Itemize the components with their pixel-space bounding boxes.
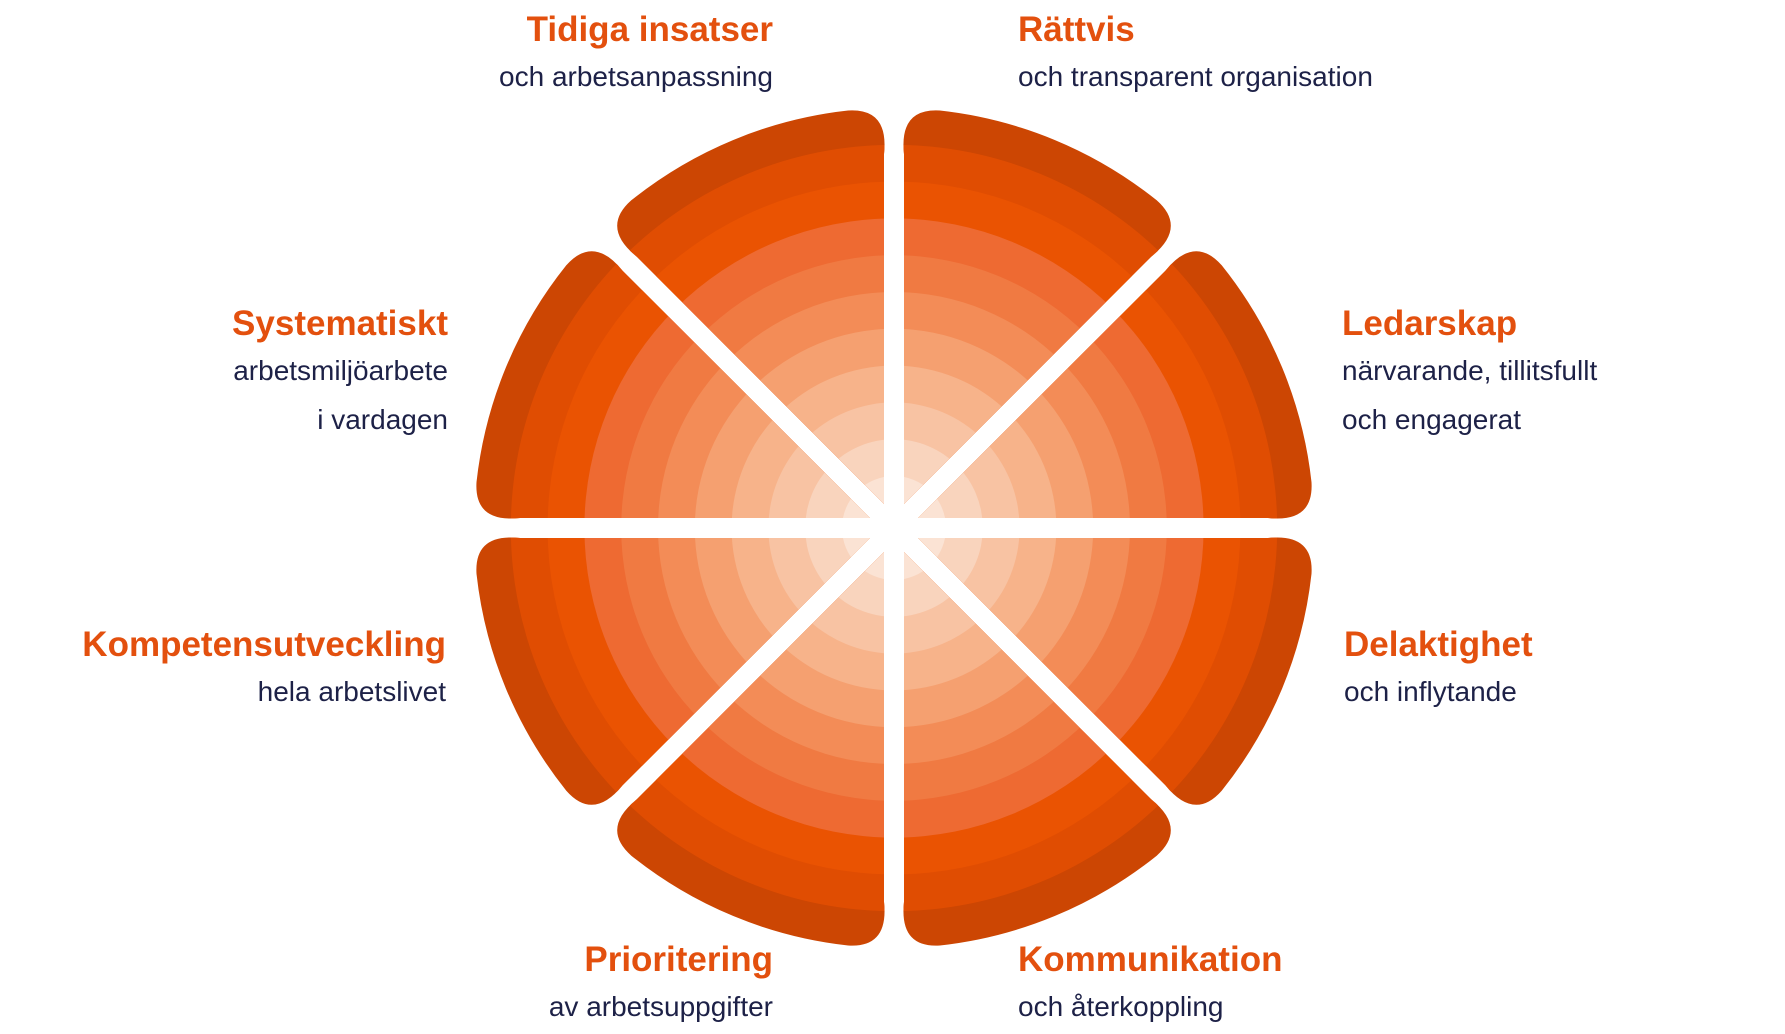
- segment-title: Kompetensutveckling: [82, 625, 446, 664]
- segment-label-kommunikation: Kommunikation och återkoppling: [1018, 938, 1538, 1031]
- segment-title: Rättvis: [1018, 10, 1135, 49]
- ring-8: [547, 181, 1241, 875]
- ring-1: [805, 439, 983, 617]
- segment-label-delaktighet: Delaktighet och inflytande: [1344, 623, 1785, 716]
- segment-subtitle: och inflytande: [1344, 676, 1517, 707]
- segment-label-tidiga-insatser: Tidiga insatser och arbetsanpassning: [253, 8, 773, 101]
- ring-10: [476, 110, 1312, 946]
- segment-title: Ledarskap: [1342, 304, 1518, 343]
- segment-label-kompetensutveckling: Kompetensutveckling hela arbetslivet: [0, 623, 446, 716]
- segment-label-systematiskt: Systematiskt arbetsmiljöarbete i vardage…: [0, 302, 448, 444]
- segment-subtitle: hela arbetslivet: [257, 676, 446, 707]
- segment-subtitle: i vardagen: [317, 404, 448, 435]
- ring-7: [584, 218, 1204, 838]
- segment-label-rattvis: Rättvis och transparent organisation: [1018, 8, 1538, 101]
- segment-label-ledarskap: Ledarskap närvarande, tillitsfullt och e…: [1342, 302, 1785, 444]
- segment-title: Tidiga insatser: [526, 10, 773, 49]
- segment-title: Kommunikation: [1018, 940, 1283, 979]
- segment-subtitle: arbetsmiljöarbete: [233, 355, 448, 386]
- segment-subtitle: av arbetsuppgifter: [548, 991, 773, 1022]
- ring-9: [510, 144, 1278, 912]
- ring-6: [621, 255, 1167, 801]
- segment-label-prioritering: Prioritering av arbetsuppgifter: [253, 938, 773, 1031]
- ring-3: [731, 365, 1057, 691]
- segment-title: Prioritering: [584, 940, 773, 979]
- ring-4: [694, 328, 1094, 728]
- segment-subtitle: och arbetsanpassning: [499, 61, 773, 92]
- segment-subtitle: och engagerat: [1342, 404, 1522, 435]
- segment-subtitle: närvarande, tillitsfullt: [1342, 355, 1598, 386]
- segment-subtitle: och transparent organisation: [1018, 61, 1373, 92]
- ring-0: [842, 476, 946, 580]
- ring-2: [768, 402, 1020, 654]
- segment-title: Delaktighet: [1344, 625, 1533, 664]
- ring-5: [658, 292, 1130, 764]
- segment-title: Systematiskt: [232, 304, 448, 343]
- segment-subtitle: och återkoppling: [1018, 991, 1224, 1022]
